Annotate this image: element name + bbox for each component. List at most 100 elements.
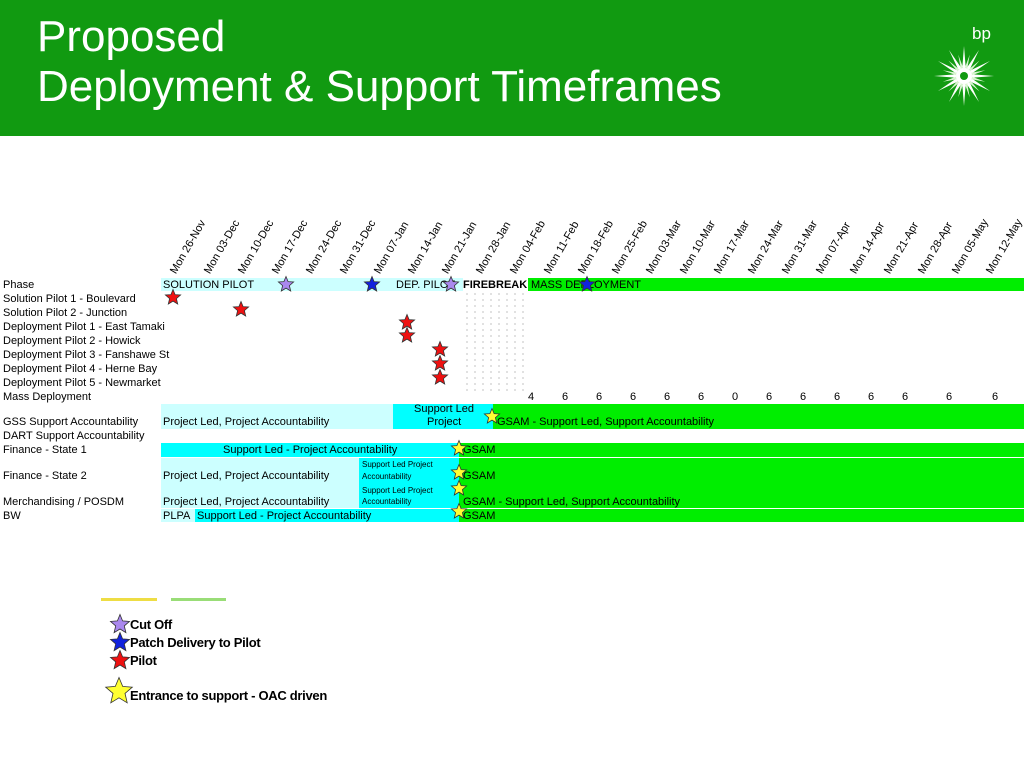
merch-text-support-led-2: Accountability	[362, 497, 412, 506]
mass-deployment-count: 6	[992, 391, 999, 403]
brand-name: bp	[972, 24, 991, 43]
phase-bar-solution-pilot	[161, 278, 393, 291]
pilot-star-icon	[164, 288, 182, 305]
phase-bar-dep-pilot	[393, 278, 463, 291]
mass-deployment-count: 6	[902, 391, 909, 403]
phase-label-firebreak: FIREBREAK	[463, 279, 528, 291]
row-label-bw: BW	[3, 510, 21, 522]
mass-deployment-count: 6	[630, 391, 637, 403]
legend-support-entrance-star-icon	[104, 676, 134, 704]
fin2-text-support-led-1: Support Led Project	[362, 460, 433, 469]
title-banner: Proposed Deployment & Support Timeframes…	[0, 0, 1024, 136]
row-label-mass-deployment: Mass Deployment	[3, 391, 92, 403]
merch-bar-support-led	[359, 484, 459, 508]
row-label-dart-support: DART Support Accountability	[3, 430, 145, 442]
pilot-star-icon	[232, 300, 250, 317]
patch-delivery-star-icon	[578, 275, 596, 292]
cut-off-star-icon	[442, 275, 460, 292]
date-label: Mon 07-Jan	[372, 219, 412, 276]
row-label-solution-pilot-2: Solution Pilot 2 - Junction	[3, 307, 128, 319]
row-label-solution-pilot-1: Solution Pilot 1 - Boulevard	[3, 293, 136, 305]
firebreak-dotted-area	[463, 291, 527, 395]
fin1-text-support-led: Support Led - Project Accountability	[223, 444, 398, 456]
legend-pilot-star-icon	[109, 649, 131, 670]
merch-bar-project-led	[161, 484, 359, 508]
support-entrance-star-icon	[450, 502, 468, 519]
mass-deployment-count: 0	[732, 391, 739, 403]
date-label: Mon 21-Jan	[440, 219, 480, 276]
merch-text-gsam: GSAM - Support Led, Support Accountabili…	[463, 496, 681, 508]
merch-text-support-led-1: Support Led Project	[362, 486, 433, 495]
support-entrance-star-icon	[450, 479, 468, 496]
cut-off-star-icon	[277, 275, 295, 292]
phase-bar-mass-deployment	[528, 278, 1024, 291]
legend-label-cut-off: Cut Off	[130, 617, 172, 632]
bw-bar-support-led	[195, 509, 459, 522]
fin2-bar-project-led	[161, 458, 359, 484]
date-label: Mon 14-Apr	[848, 220, 888, 276]
pilot-star-icon	[398, 326, 416, 343]
date-label: Mon 28-Apr	[916, 220, 956, 276]
patch-delivery-star-icon	[363, 275, 381, 292]
support-entrance-star-icon	[450, 463, 468, 480]
gss-bar-gsam	[493, 404, 1024, 429]
mass-deployment-count: 6	[596, 391, 603, 403]
row-label-merchandising: Merchandising / POSDM	[3, 496, 125, 508]
pilot-star-icon	[398, 313, 416, 330]
pilot-star-icon	[431, 340, 449, 357]
bw-text-plpa: PLPA	[163, 510, 191, 522]
legend-swatch-yellow	[101, 598, 157, 601]
row-label-finance-state-1: Finance - State 1	[3, 444, 87, 456]
row-label-deployment-pilot-5: Deployment Pilot 5 - Newmarket	[3, 377, 161, 389]
page-title-line2: Deployment & Support Timeframes	[37, 62, 722, 111]
mass-deployment-count: 6	[664, 391, 671, 403]
fin2-text-project-led: Project Led, Project Accountability	[163, 470, 330, 482]
fin1-text-gsam: GSAM	[463, 444, 496, 456]
phase-label-solution-pilot: SOLUTION PILOT	[163, 279, 255, 291]
fin2-text-support-led-2: Accountability	[362, 472, 412, 481]
legend-label-patch-delivery: Patch Delivery to Pilot	[130, 635, 261, 650]
date-label: Mon 28-Jan	[474, 219, 514, 276]
legend-cut-off-star-icon	[109, 613, 131, 634]
mass-deployment-count: 6	[800, 391, 807, 403]
support-entrance-star-icon	[483, 407, 501, 424]
mass-deployment-count: 6	[562, 391, 569, 403]
date-label: Mon 11-Feb	[542, 219, 582, 276]
row-label-deployment-pilot-4: Deployment Pilot 4 - Herne Bay	[3, 363, 158, 375]
date-label: Mon 21-Apr	[882, 220, 922, 276]
row-label-finance-state-2: Finance - State 2	[3, 470, 87, 482]
gss-bar-support-led	[393, 404, 493, 429]
bw-text-support-led: Support Led - Project Accountability	[197, 510, 372, 522]
support-entrance-star-icon	[450, 439, 468, 456]
bw-text-gsam: GSAM	[463, 510, 496, 522]
fin1-bar-support-led	[161, 443, 459, 457]
row-label-deployment-pilot-1: Deployment Pilot 1 - East Tamaki	[3, 321, 165, 333]
date-label: Mon 07-Apr	[814, 220, 854, 276]
gss-text-support-led-1: Support Led	[414, 403, 474, 415]
mass-deployment-count: 6	[766, 391, 773, 403]
gss-bar-project-led	[161, 404, 393, 429]
fin1-bar-gsam	[459, 443, 1024, 457]
legend-swatch-green	[171, 598, 226, 601]
row-label-phase: Phase	[3, 279, 35, 291]
date-label: Mon 14-Jan	[406, 219, 446, 276]
fin2-bar-support-led	[359, 458, 459, 484]
fin2-bar-gsam	[459, 458, 1024, 484]
legend-label-entrance-to-support: Entrance to support - OAC driven	[130, 688, 327, 703]
page-title-line1: Proposed	[37, 12, 226, 61]
gss-text-gsam: GSAM - Support Led, Support Accountabili…	[497, 416, 715, 428]
bw-bar-plpa	[161, 509, 195, 522]
bw-bar-gsam	[459, 509, 1024, 522]
mass-deployment-count: 6	[698, 391, 705, 403]
mass-deployment-count: 6	[868, 391, 875, 403]
fin2-text-gsam: GSAM	[463, 470, 496, 482]
row-label-gss-support: GSS Support Accountability	[3, 416, 139, 428]
gss-text-support-led-2: Project	[427, 416, 462, 428]
pilot-star-icon	[431, 354, 449, 371]
mass-deployment-count: 6	[946, 391, 953, 403]
merch-bar-gsam	[459, 484, 1024, 508]
mass-deployment-count: 4	[528, 391, 535, 403]
bp-helios-logo-icon	[934, 46, 994, 106]
legend-patch-delivery-star-icon	[109, 631, 131, 652]
mass-deployment-count: 6	[834, 391, 841, 403]
